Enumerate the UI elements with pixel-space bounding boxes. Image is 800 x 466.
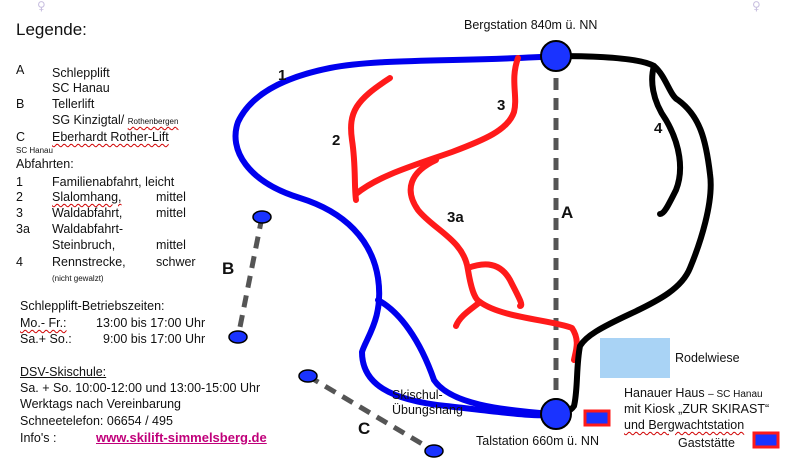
- bottom-station-marker: [540, 398, 572, 430]
- hours-row2-days: Sa.+ So.:: [20, 332, 72, 346]
- run-3a-loop: [453, 261, 525, 329]
- run-3a-name-2: Steinbruch,: [52, 238, 116, 252]
- run-2-path: [348, 75, 393, 203]
- run-3-level: mittel: [156, 206, 186, 220]
- bottom-station-label: Talstation 660m ü. NN: [476, 434, 599, 448]
- run-4-path: [553, 53, 714, 417]
- hours-row2-time: 9:00 bis 17:00 Uhr: [103, 332, 206, 346]
- run-2-label: 2: [332, 132, 341, 149]
- hanauer-haus-label: Hanauer Haus – SC Hanau: [624, 386, 763, 400]
- school-line2: Werktags nach Vereinbarung: [20, 397, 181, 411]
- run-1-name: Familienabfahrt, leicht: [52, 175, 175, 189]
- run-3-key: 3: [16, 206, 23, 220]
- lift-b-bottom-marker: [228, 330, 248, 344]
- hanauer-haus-bergwacht: und Bergwachtstation: [624, 418, 745, 432]
- run-3-label: 3: [497, 97, 506, 114]
- run-2-key: 2: [16, 190, 23, 204]
- run-4-note: (nicht gewalzt): [52, 274, 104, 283]
- run-1-path: [232, 53, 559, 419]
- lift-b-club-small: Rothenbergen: [127, 117, 179, 126]
- lift-a-name: Schlepplift: [52, 66, 110, 80]
- run-4-label: 4: [654, 120, 663, 137]
- lift-c-name: Eberhardt Rother-Lift: [52, 130, 169, 144]
- run-2-name: Slalomhang,: [52, 190, 122, 204]
- run-3a-label: 3a: [447, 209, 464, 226]
- lift-c-club: SC Hanau: [16, 146, 53, 155]
- lift-b-top-marker: [252, 210, 272, 224]
- rodelwiese-area: [600, 338, 670, 378]
- run-3-path: [353, 55, 521, 197]
- school-info-prefix: Info's :: [20, 431, 57, 445]
- run-3-name: Waldabfahrt,: [52, 206, 123, 220]
- top-station-label: Bergstation 840m ü. NN: [464, 18, 598, 32]
- hours-row1-time: 13:00 bis 17:00 Uhr: [96, 316, 206, 330]
- lift-b-label: B: [222, 259, 235, 278]
- lift-b-club: SG Kinzigtal/ Rothenbergen: [52, 113, 179, 127]
- hanauer-haus-marker: [583, 409, 611, 427]
- hours-title: Schlepplift-Betriebszeiten:: [20, 299, 165, 313]
- run-1-branch: [375, 297, 555, 417]
- run-4-inner: [649, 63, 684, 217]
- runs-title: Abfahrten:: [16, 157, 74, 171]
- run-4-key: 4: [16, 255, 23, 269]
- run-3a-name: Waldabfahrt-: [52, 222, 124, 236]
- lift-c-top-marker: [298, 369, 318, 383]
- hanauer-haus-kiosk: mit Kiosk „ZUR SKIRAST“: [624, 402, 770, 416]
- school-line3: Schneetelefon: 06654 / 495: [20, 414, 173, 428]
- school-title: DSV-Skischule:: [20, 365, 107, 379]
- lift-c-line: [306, 373, 436, 454]
- lift-a-label: A: [561, 203, 574, 222]
- run-4-level: schwer: [156, 255, 196, 269]
- top-station-marker: [540, 40, 572, 72]
- deco-mark-right: ♀: [752, 0, 761, 13]
- run-2-level: mittel: [156, 190, 186, 204]
- lift-c-bottom-marker: [424, 444, 444, 458]
- legend-title: Legende:: [16, 20, 87, 39]
- rodelwiese-label: Rodelwiese: [675, 351, 740, 365]
- lift-b-name: Tellerlift: [52, 97, 95, 111]
- lift-b-key: B: [16, 97, 25, 111]
- school-line1: Sa. + So. 10:00-12:00 und 13:00-15:00 Uh…: [20, 381, 261, 395]
- lift-c-label: C: [358, 419, 371, 438]
- practice-slope-label-2: Übungshang: [392, 403, 463, 417]
- run-4-name: Rennstrecke,: [52, 255, 126, 269]
- run-3a-key: 3a: [16, 222, 30, 236]
- deco-mark-left: ♀: [37, 0, 46, 13]
- practice-slope-label-1: Skischul-: [392, 388, 443, 402]
- gaststaette-marker: [752, 431, 780, 449]
- lift-a-club: SC Hanau: [52, 81, 110, 95]
- hours-row1-days: Mo.- Fr.:: [20, 316, 67, 330]
- website-link[interactable]: www.skilift-simmelsberg.de: [96, 430, 267, 445]
- run-1-key: 1: [16, 175, 23, 189]
- run-3a-path: [407, 157, 580, 363]
- run-1-label: 1: [278, 67, 287, 84]
- lift-c-key: C: [16, 130, 26, 144]
- lift-a-key: A: [16, 63, 25, 77]
- run-3a-level: mittel: [156, 238, 186, 252]
- gaststaette-label: Gaststätte: [678, 436, 735, 450]
- lift-b-line: [235, 216, 265, 338]
